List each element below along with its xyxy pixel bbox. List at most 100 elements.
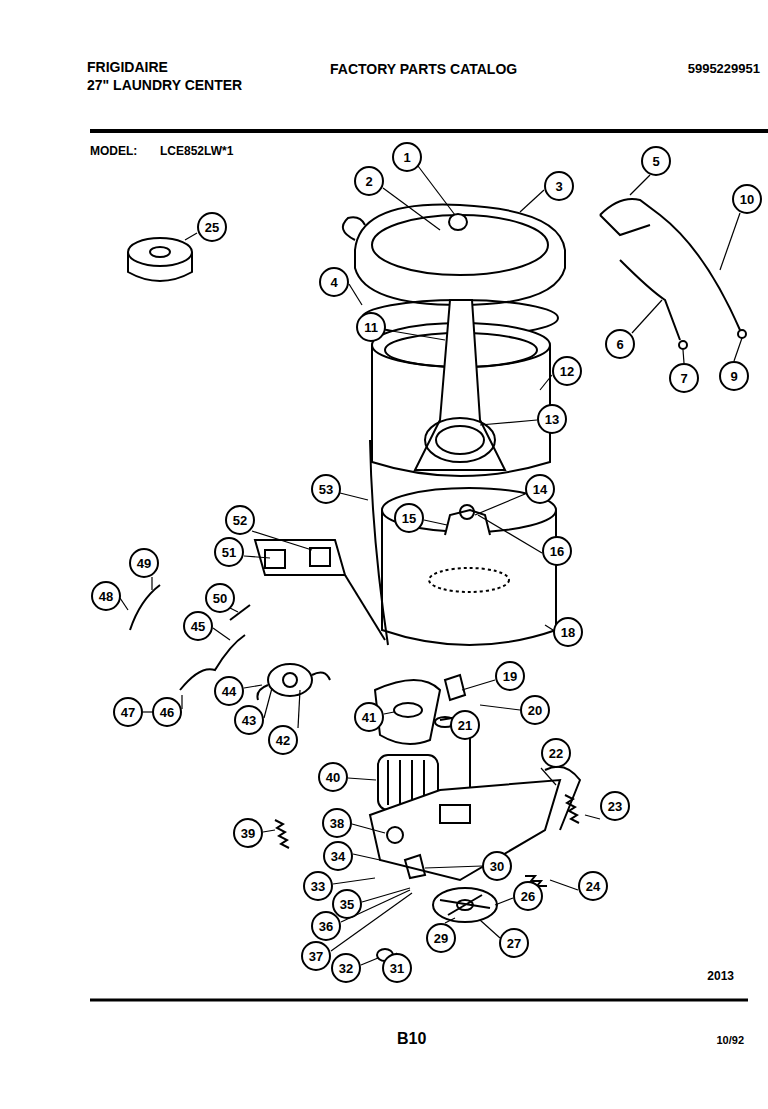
- callout-circle: 45: [183, 611, 213, 641]
- callout-number: 33: [311, 880, 325, 893]
- callout-number: 1: [403, 151, 410, 164]
- callout-number: 9: [730, 370, 737, 383]
- callout-number: 32: [339, 962, 353, 975]
- callout-circle: 29: [426, 923, 456, 953]
- callout-number: 47: [121, 706, 135, 719]
- callout-number: 40: [326, 771, 340, 784]
- callout-number: 19: [503, 670, 517, 683]
- callout-number: 50: [213, 592, 227, 605]
- callout-circle: 5: [641, 146, 671, 176]
- model-label: MODEL:: [90, 145, 137, 158]
- callout-number: 2: [365, 175, 372, 188]
- callout-circle: 34: [323, 841, 353, 871]
- page-number: B10: [397, 1030, 426, 1048]
- callout-number: 24: [586, 880, 600, 893]
- callout-circle: 6: [605, 329, 635, 359]
- illustration-number: 2013: [707, 970, 734, 983]
- callout-circle: 11: [356, 312, 386, 342]
- brand-name: FRIGIDAIRE: [87, 60, 168, 75]
- callout-number: 34: [331, 850, 345, 863]
- callout-circle: 42: [268, 725, 298, 755]
- callout-circle: 30: [482, 851, 512, 881]
- date-code: 10/92: [716, 1034, 744, 1046]
- callout-circle: 4: [319, 267, 349, 297]
- callout-number: 36: [319, 920, 333, 933]
- callout-circle: 23: [600, 791, 630, 821]
- callout-number: 5: [652, 155, 659, 168]
- callout-circle: 49: [129, 548, 159, 578]
- callout-circle: 14: [525, 474, 555, 504]
- callout-number: 18: [561, 626, 575, 639]
- callout-circle: 37: [301, 941, 331, 971]
- callout-number: 13: [545, 413, 559, 426]
- callout-number: 42: [276, 734, 290, 747]
- callout-circle: 36: [311, 911, 341, 941]
- callout-circle: 50: [205, 583, 235, 613]
- callout-number: 22: [549, 747, 563, 760]
- callout-circle: 47: [113, 697, 143, 727]
- callout-circle: 53: [311, 474, 341, 504]
- callout-circle: 48: [91, 581, 121, 611]
- callout-circle: 40: [318, 762, 348, 792]
- callout-number: 39: [241, 827, 255, 840]
- callout-number: 52: [233, 514, 247, 527]
- callout-number: 3: [555, 180, 562, 193]
- callout-circle: 20: [520, 695, 550, 725]
- callout-circle: 24: [578, 871, 608, 901]
- callout-circle: 3: [544, 171, 574, 201]
- callout-circle: 10: [732, 184, 762, 214]
- callout-number: 11: [364, 321, 378, 334]
- callout-circle: 7: [669, 363, 699, 393]
- callout-circle: 9: [719, 361, 749, 391]
- callout-circle: 39: [233, 818, 263, 848]
- callout-number: 37: [309, 950, 323, 963]
- callout-number: 45: [191, 620, 205, 633]
- callout-circle: 46: [152, 697, 182, 727]
- callout-number: 44: [222, 685, 236, 698]
- callout-circle: 41: [354, 702, 384, 732]
- callout-number: 7: [680, 372, 687, 385]
- callout-number: 43: [242, 714, 256, 727]
- callout-number: 31: [390, 962, 404, 975]
- callout-number: 15: [402, 512, 416, 525]
- callout-circle: 25: [197, 212, 227, 242]
- callout-number: 4: [330, 276, 337, 289]
- callout-circle: 38: [322, 808, 352, 838]
- callout-number: 35: [340, 898, 354, 911]
- callout-number: 26: [521, 890, 535, 903]
- callout-number: 29: [434, 932, 448, 945]
- product-line: 27" LAUNDRY CENTER: [87, 78, 242, 93]
- callout-number: 12: [560, 365, 574, 378]
- callout-circle: 1: [392, 142, 422, 172]
- callout-number: 48: [99, 590, 113, 603]
- callout-number: 20: [528, 704, 542, 717]
- callout-circle: 12: [552, 356, 582, 386]
- callout-circle: 43: [234, 705, 264, 735]
- callout-circle: 52: [225, 505, 255, 535]
- callout-circle: 19: [495, 661, 525, 691]
- callout-number: 38: [330, 817, 344, 830]
- callout-circle: 15: [394, 503, 424, 533]
- callout-circle: 16: [542, 536, 572, 566]
- callout-circle: 21: [450, 710, 480, 740]
- catalog-title: FACTORY PARTS CATALOG: [330, 62, 517, 77]
- callout-number: 14: [533, 483, 547, 496]
- callout-circle: 2: [354, 166, 384, 196]
- callout-circle: 51: [214, 537, 244, 567]
- model-number: LCE852LW*1: [160, 145, 233, 158]
- callout-circle: 22: [541, 738, 571, 768]
- callout-number: 27: [507, 937, 521, 950]
- catalog-number: 5995229951: [688, 62, 760, 76]
- callout-circle: 33: [303, 871, 333, 901]
- callout-number: 10: [740, 193, 754, 206]
- callout-circle: 31: [382, 953, 412, 983]
- callout-number: 41: [362, 711, 376, 724]
- callout-number: 49: [137, 557, 151, 570]
- callout-number: 30: [490, 860, 504, 873]
- callout-number: 6: [616, 338, 623, 351]
- callout-number: 21: [458, 719, 472, 732]
- callout-number: 46: [160, 706, 174, 719]
- callout-circle: 44: [214, 676, 244, 706]
- callout-number: 25: [205, 221, 219, 234]
- callout-number: 53: [319, 483, 333, 496]
